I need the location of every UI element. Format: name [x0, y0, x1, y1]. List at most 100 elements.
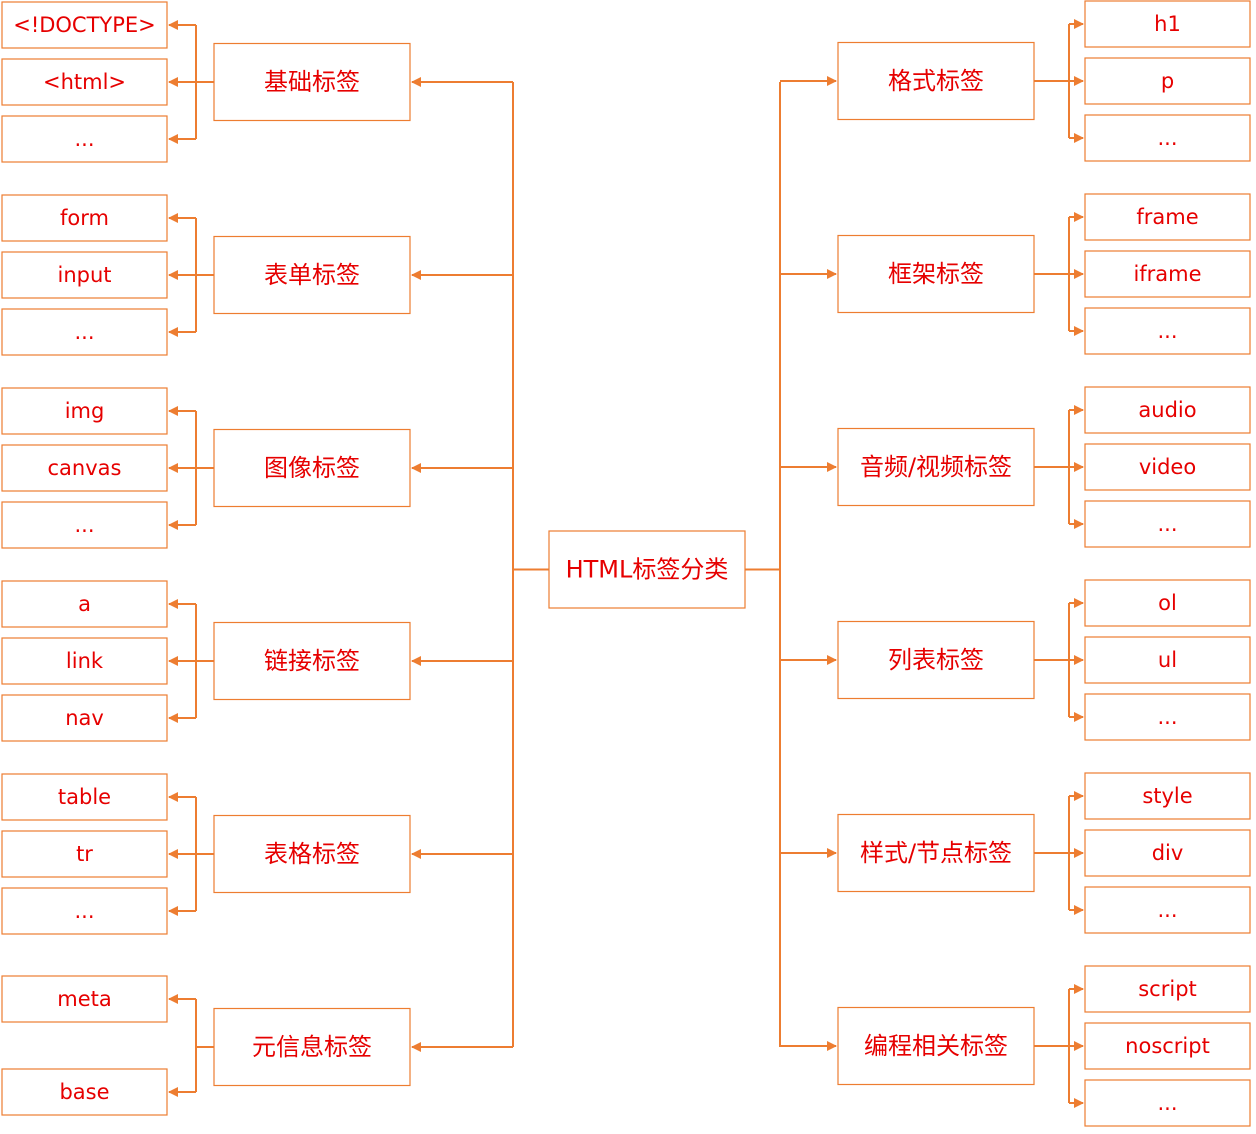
cat-basic-item-2-box — [1, 58, 168, 106]
connector-lines — [168, 19, 1084, 1108]
cat-media-item-3-label: ... — [1157, 512, 1177, 536]
cat-program-item-1: script — [1084, 965, 1251, 1013]
cat-frame-item-3-box — [1084, 307, 1251, 355]
cat-link-item-1-box — [1, 580, 168, 628]
cat-format-item-2: p — [1084, 57, 1251, 105]
cat-image-item-3: ... — [1, 501, 168, 549]
cat-image-label: 图像标签 — [264, 454, 360, 482]
cat-image-item-1: img — [1, 387, 168, 435]
cat-list-box — [837, 620, 1035, 700]
cat-table-item-3-box — [1, 887, 168, 935]
cat-meta-item-2: base — [1, 1068, 168, 1116]
cat-form-label: 表单标签 — [264, 261, 360, 289]
cat-link-item-1-label: a — [78, 592, 91, 616]
cat-table-item-3-label: ... — [74, 899, 94, 923]
cat-basic: 基础标签 — [213, 42, 411, 122]
cat-program-item-2: noscript — [1084, 1022, 1251, 1070]
cat-link-item-2: link — [1, 637, 168, 685]
cat-table: 表格标签 — [213, 814, 411, 894]
cat-program-item-3-label: ... — [1157, 1091, 1177, 1115]
cat-table-item-2-label: tr — [76, 842, 93, 866]
cat-form-item-3: ... — [1, 308, 168, 356]
cat-list-item-2-label: ul — [1158, 648, 1177, 672]
cat-format-item-1-label: h1 — [1154, 12, 1181, 36]
cat-style-item-2: div — [1084, 829, 1251, 877]
cat-frame-item-2-label: iframe — [1133, 262, 1201, 286]
cat-basic-item-2-label: <html> — [43, 70, 126, 94]
cat-format: 格式标签 — [837, 41, 1035, 121]
cat-style-item-1-box — [1084, 772, 1251, 820]
cat-meta-item-2-label: base — [59, 1080, 109, 1104]
cat-media-item-1-box — [1084, 386, 1251, 434]
cat-image-item-3-box — [1, 501, 168, 549]
cat-style-item-2-label: div — [1152, 841, 1184, 865]
cat-program-label: 编程相关标签 — [864, 1032, 1008, 1060]
cat-format-label: 格式标签 — [888, 67, 984, 95]
cat-list: 列表标签 — [837, 620, 1035, 700]
cat-link-label: 链接标签 — [264, 647, 360, 675]
cat-table-label: 表格标签 — [264, 840, 360, 868]
cat-format-item-1: h1 — [1084, 0, 1251, 48]
cat-list-label: 列表标签 — [888, 646, 984, 674]
cat-list-item-3: ... — [1084, 693, 1251, 741]
cat-format-item-3-label: ... — [1157, 126, 1177, 150]
cat-format-item-2-box — [1084, 57, 1251, 105]
cat-table-item-3: ... — [1, 887, 168, 935]
cat-program-item-1-label: script — [1138, 977, 1197, 1001]
cat-frame-item-1-label: frame — [1136, 205, 1198, 229]
cat-frame: 框架标签 — [837, 234, 1035, 314]
cat-form-item-2-box — [1, 251, 168, 299]
cat-image-item-2-label: canvas — [48, 456, 122, 480]
cat-style-item-1: style — [1084, 772, 1251, 820]
cat-program-item-1-box — [1084, 965, 1251, 1013]
cat-meta-item-1-label: meta — [57, 987, 111, 1011]
cat-basic-box — [213, 42, 411, 122]
cat-list-item-2: ul — [1084, 636, 1251, 684]
center-node: HTML标签分类 — [548, 530, 746, 609]
cat-meta: 元信息标签 — [213, 1007, 411, 1087]
cat-list-item-1-box — [1084, 579, 1251, 627]
cat-program-item-3-box — [1084, 1079, 1251, 1127]
cat-basic-item-3-box — [1, 115, 168, 163]
cat-frame-label: 框架标签 — [888, 260, 984, 288]
cat-form-item-1-label: form — [60, 206, 109, 230]
cat-media-item-2-box — [1084, 443, 1251, 491]
cat-list-item-1-label: ol — [1158, 591, 1177, 615]
cat-link-item-1: a — [1, 580, 168, 628]
cat-style-item-2-box — [1084, 829, 1251, 877]
cat-frame-item-3-label: ... — [1157, 319, 1177, 343]
cat-media-item-2: video — [1084, 443, 1251, 491]
cat-format-box — [837, 41, 1035, 121]
cat-media-box — [837, 427, 1035, 507]
cat-media-item-3-box — [1084, 500, 1251, 548]
cat-style-item-1-label: style — [1142, 784, 1192, 808]
cat-table-item-1: table — [1, 773, 168, 821]
cat-link-item-3-box — [1, 694, 168, 742]
cat-style-item-3-box — [1084, 886, 1251, 934]
cat-frame-item-2: iframe — [1084, 250, 1251, 298]
cat-table-item-2-box — [1, 830, 168, 878]
cat-basic-item-2: <html> — [1, 58, 168, 106]
cat-image-item-2-box — [1, 444, 168, 492]
cat-basic-item-1-box — [1, 1, 168, 49]
cat-image: 图像标签 — [213, 428, 411, 508]
cat-basic-label: 基础标签 — [264, 68, 360, 96]
cat-meta-label: 元信息标签 — [252, 1033, 372, 1061]
cat-form-item-2-label: input — [57, 263, 111, 287]
cat-meta-box — [213, 1007, 411, 1087]
cat-media-label: 音频/视频标签 — [860, 453, 1012, 481]
cat-link: 链接标签 — [213, 621, 411, 701]
cat-table-item-1-label: table — [58, 785, 111, 809]
cat-table-box — [213, 814, 411, 894]
cat-list-item-2-box — [1084, 636, 1251, 684]
cat-media-item-1: audio — [1084, 386, 1251, 434]
cat-frame-item-1-box — [1084, 193, 1251, 241]
cat-format-item-2-label: p — [1161, 69, 1174, 93]
cat-list-item-3-label: ... — [1157, 705, 1177, 729]
cat-style-box — [837, 813, 1035, 893]
cat-style-label: 样式/节点标签 — [860, 839, 1012, 867]
cat-media-item-3: ... — [1084, 500, 1251, 548]
cat-program-item-2-label: noscript — [1125, 1034, 1210, 1058]
cat-link-item-2-box — [1, 637, 168, 685]
